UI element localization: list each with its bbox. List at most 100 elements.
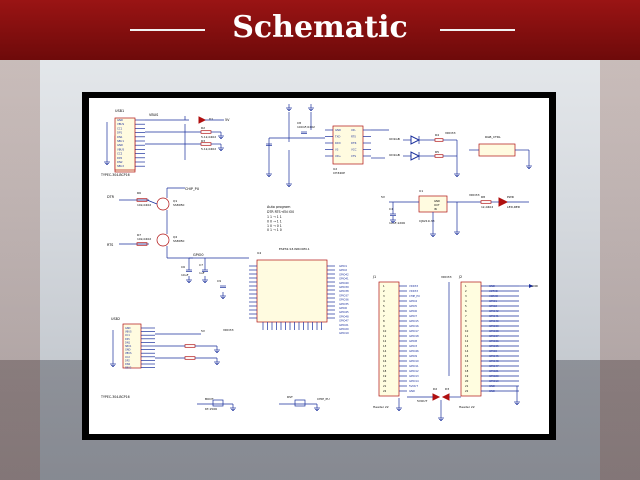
u4-gpio-label: GPIO40 bbox=[339, 281, 349, 285]
usb2-pin-label: SBU2 bbox=[125, 367, 132, 370]
u4-gpio-label: GPIO36 bbox=[339, 298, 349, 302]
u2-pin-label: RTS bbox=[351, 135, 356, 139]
u4-gpio-label: GPIO19 bbox=[339, 331, 349, 335]
usb1-pin-name: CC2 bbox=[117, 152, 123, 156]
j1-pin-num: 5 bbox=[383, 304, 385, 308]
j2-pin-num: 2 bbox=[465, 289, 467, 293]
usb1-body-outline bbox=[114, 117, 136, 171]
net-gpio0-label: GPIO0 bbox=[193, 253, 204, 257]
led-blue-label: UD1GB bbox=[389, 153, 400, 157]
j2-pin-num: 13 bbox=[465, 344, 469, 348]
usb1-pin-name: SBU2 bbox=[117, 164, 124, 168]
r5-ref: R5 bbox=[435, 150, 439, 154]
j1-pin-label: GPIO10 bbox=[409, 359, 419, 363]
j1-pin-label: GPIO18 bbox=[409, 334, 419, 338]
j1-pin-label: GPIO14 bbox=[409, 379, 419, 383]
r2-ref: R2 bbox=[201, 126, 205, 130]
j2-pin-label: GND bbox=[489, 384, 495, 388]
j1-pin-num: 18 bbox=[383, 369, 387, 373]
j1-pin-num: 6 bbox=[383, 309, 385, 313]
u2-name: CH340P bbox=[333, 171, 345, 175]
j1-pin-label: CHIP_PU bbox=[409, 294, 420, 298]
usb2-pin-label: DN1 bbox=[125, 341, 131, 344]
j1-pin-label: GPIO12 bbox=[409, 369, 419, 373]
d3-ref: D3 bbox=[445, 387, 449, 391]
r3 bbox=[200, 142, 212, 146]
usb1-pin-name: DP2 bbox=[117, 156, 123, 160]
usb2-pin-label: SBU1 bbox=[125, 345, 132, 348]
net-5v-label: 5V bbox=[225, 118, 230, 122]
u4-ref: U4 bbox=[257, 251, 261, 255]
usb2-pin-label: VBUS bbox=[125, 331, 132, 334]
j2-pin-label: U0TXD bbox=[489, 289, 498, 293]
j1-pin-label: VDD33 bbox=[409, 284, 418, 288]
u2-pin-label: DTR bbox=[351, 141, 357, 145]
u4-gpio-label: GPIO41 bbox=[339, 277, 349, 281]
net-vbus-label: VBUS bbox=[149, 113, 158, 117]
j2-pin-label: GND bbox=[489, 389, 495, 393]
u1-pin-label: OUT bbox=[434, 203, 440, 207]
u4-gpio-label: GPIO48 bbox=[339, 314, 349, 318]
led-green-label: UD1GB bbox=[389, 137, 400, 141]
q1-ref: Q1 bbox=[173, 199, 177, 203]
usb1-pin-name: SBU1 bbox=[117, 139, 124, 143]
usb2-pin-label: DP1 bbox=[125, 338, 130, 341]
usb2-pin-label: CC1 bbox=[125, 334, 130, 337]
j1-name: Header 22 bbox=[373, 405, 389, 409]
net-chip-pu-label: CHIP_PU bbox=[317, 397, 330, 401]
j2-pin-label: GPIO38 bbox=[489, 329, 499, 333]
j1-pin-num: 19 bbox=[383, 374, 387, 378]
u4-gpio-label: GPIO1 bbox=[339, 264, 347, 268]
u4-gpio-label: GPIO0 bbox=[339, 306, 347, 310]
j2-pin-num: 22 bbox=[465, 389, 469, 393]
u4-gpio-label: GPIO2 bbox=[339, 268, 347, 272]
d1-diode bbox=[198, 116, 207, 124]
usb2-ref: USB2 bbox=[111, 317, 120, 321]
j2-pin-label: GPIO0 bbox=[489, 349, 497, 353]
j2-pin-num: 7 bbox=[465, 314, 467, 318]
u1-pin-label: IN bbox=[434, 207, 437, 211]
j2-pin-num: 5 bbox=[465, 304, 467, 308]
u2-pin-label: UD+ bbox=[335, 154, 341, 158]
j2-pin-num: 8 bbox=[465, 319, 467, 323]
net-vdd33-label: VDD33 bbox=[223, 328, 234, 332]
j2-pin-num: 21 bbox=[465, 384, 469, 388]
auto-program-row: 0 0 → 1 1 bbox=[267, 219, 282, 223]
u4-gpio-label: GPIO42 bbox=[339, 272, 349, 276]
net-rts-label: RTS bbox=[107, 243, 113, 247]
j2-pin-label: U0RXD bbox=[489, 294, 498, 298]
u4-gpio-label: GPIO37 bbox=[339, 293, 349, 297]
j1-pin-label: GPIO13 bbox=[409, 374, 419, 378]
j1-pin-num: 4 bbox=[383, 299, 385, 303]
usb1-pin-name: DN1 bbox=[117, 135, 123, 139]
j1-pin-num: 10 bbox=[383, 329, 387, 333]
j2-pin-label: GPIO19 bbox=[489, 379, 499, 383]
j1-pin-num: 20 bbox=[383, 379, 387, 383]
j2-pin-num: 3 bbox=[465, 294, 467, 298]
j1-pin-num: 17 bbox=[383, 364, 387, 368]
net-vdd33-label: VDD33 bbox=[469, 193, 480, 197]
j2-pin-label: GPIO21 bbox=[489, 369, 499, 373]
j1-pin-num: 8 bbox=[383, 319, 385, 323]
banner-rule-left bbox=[130, 29, 205, 31]
j2-pin-num: 1 bbox=[465, 284, 467, 288]
rgb-label: RGB_CTRL bbox=[485, 135, 501, 139]
r6-ref: R6 bbox=[137, 191, 141, 195]
r2-value: 5.1k,0402 bbox=[201, 135, 216, 139]
r7 bbox=[136, 242, 148, 246]
j1-body bbox=[378, 281, 400, 397]
auto-program-row: 0 1 → 1 0 bbox=[267, 228, 282, 232]
u4-gpio-label: GPIO47 bbox=[339, 319, 349, 323]
net-5vout-label: 5VOUT bbox=[417, 399, 427, 403]
j1-pin-label: VDD33 bbox=[409, 289, 418, 293]
u4-gpio-label: GPIO45 bbox=[339, 310, 349, 314]
u1-ref: U1 bbox=[419, 189, 423, 193]
u2-pin-label: V3 bbox=[335, 148, 339, 152]
j1-ref: J1 bbox=[372, 275, 376, 279]
usb2-pin-label: DN2 bbox=[125, 363, 131, 366]
j1-pin-label: GPIO5 bbox=[409, 304, 417, 308]
pwr-led bbox=[498, 197, 509, 207]
j1-pin-num: 12 bbox=[383, 339, 387, 343]
net-chip-pu-label: CHIP_PU bbox=[185, 187, 200, 191]
u4-body bbox=[256, 259, 328, 323]
